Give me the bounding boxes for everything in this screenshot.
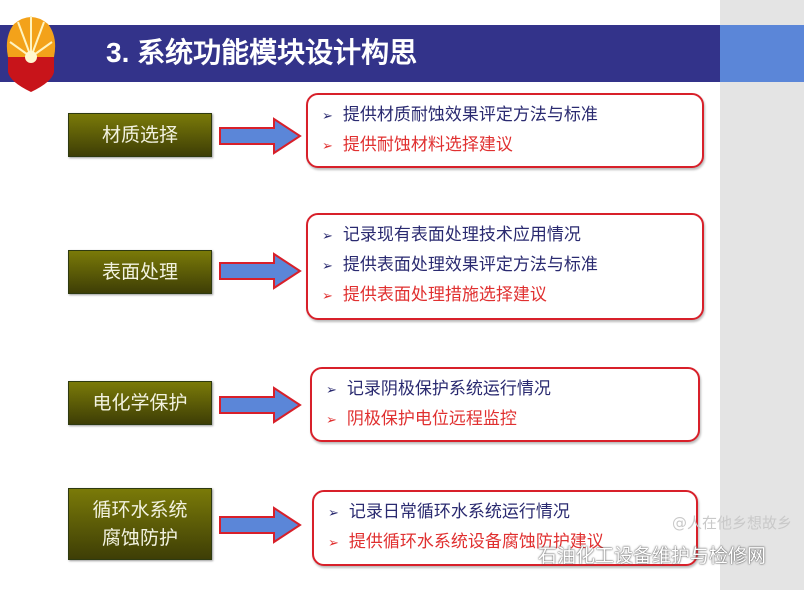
list-item: ➢提供表面处理效果评定方法与标准 xyxy=(322,255,598,275)
list-item: ➢阴极保护电位远程监控 xyxy=(326,409,517,429)
module-label-electrochemical: 电化学保护 xyxy=(68,381,212,425)
module-label-text: 腐蚀防护 xyxy=(101,527,178,549)
arrow-right-icon xyxy=(219,117,302,155)
list-item: ➢提供循环水系统设备腐蚀防护建议 xyxy=(328,532,604,552)
title-band xyxy=(0,25,720,82)
petrochina-logo-icon xyxy=(6,16,56,92)
arrow-right-icon xyxy=(219,506,302,544)
module-detail-cooling-water: ➢记录日常循环水系统运行情况 ➢提供循环水系统设备腐蚀防护建议 xyxy=(312,490,698,566)
module-label-cooling-water: 循环水系统腐蚀防护 xyxy=(68,488,212,560)
module-detail-material: ➢提供材质耐蚀效果评定方法与标准 ➢提供耐蚀材料选择建议 xyxy=(306,93,704,168)
module-detail-surface: ➢记录现有表面处理技术应用情况 ➢提供表面处理效果评定方法与标准 ➢提供表面处理… xyxy=(306,213,704,320)
title-band-accent xyxy=(720,25,804,82)
watermark-channel: 石油化工设备维护与检修网 xyxy=(538,545,767,567)
module-label-material: 材质选择 xyxy=(68,113,212,157)
list-item: ➢提供表面处理措施选择建议 xyxy=(322,285,547,305)
list-item: ➢提供材质耐蚀效果评定方法与标准 xyxy=(322,105,598,125)
watermark-author: @人在他乡想故乡 xyxy=(672,514,793,532)
side-strip xyxy=(720,0,804,590)
module-label-text: 电化学保护 xyxy=(92,392,188,414)
list-item: ➢记录阴极保护系统运行情况 xyxy=(326,379,551,399)
module-label-text: 材质选择 xyxy=(101,124,178,146)
module-label-text: 表面处理 xyxy=(101,261,178,283)
page-title: 3. 系统功能模块设计构思 xyxy=(106,37,418,68)
arrow-right-icon xyxy=(219,252,302,290)
list-item: ➢提供耐蚀材料选择建议 xyxy=(322,135,513,155)
list-item: ➢记录现有表面处理技术应用情况 xyxy=(322,225,581,245)
list-item: ➢记录日常循环水系统运行情况 xyxy=(328,502,570,522)
module-label-surface: 表面处理 xyxy=(68,250,212,294)
module-detail-electrochemical: ➢记录阴极保护系统运行情况 ➢阴极保护电位远程监控 xyxy=(310,367,700,442)
module-label-text: 循环水系统 xyxy=(92,499,188,521)
arrow-right-icon xyxy=(219,386,302,424)
